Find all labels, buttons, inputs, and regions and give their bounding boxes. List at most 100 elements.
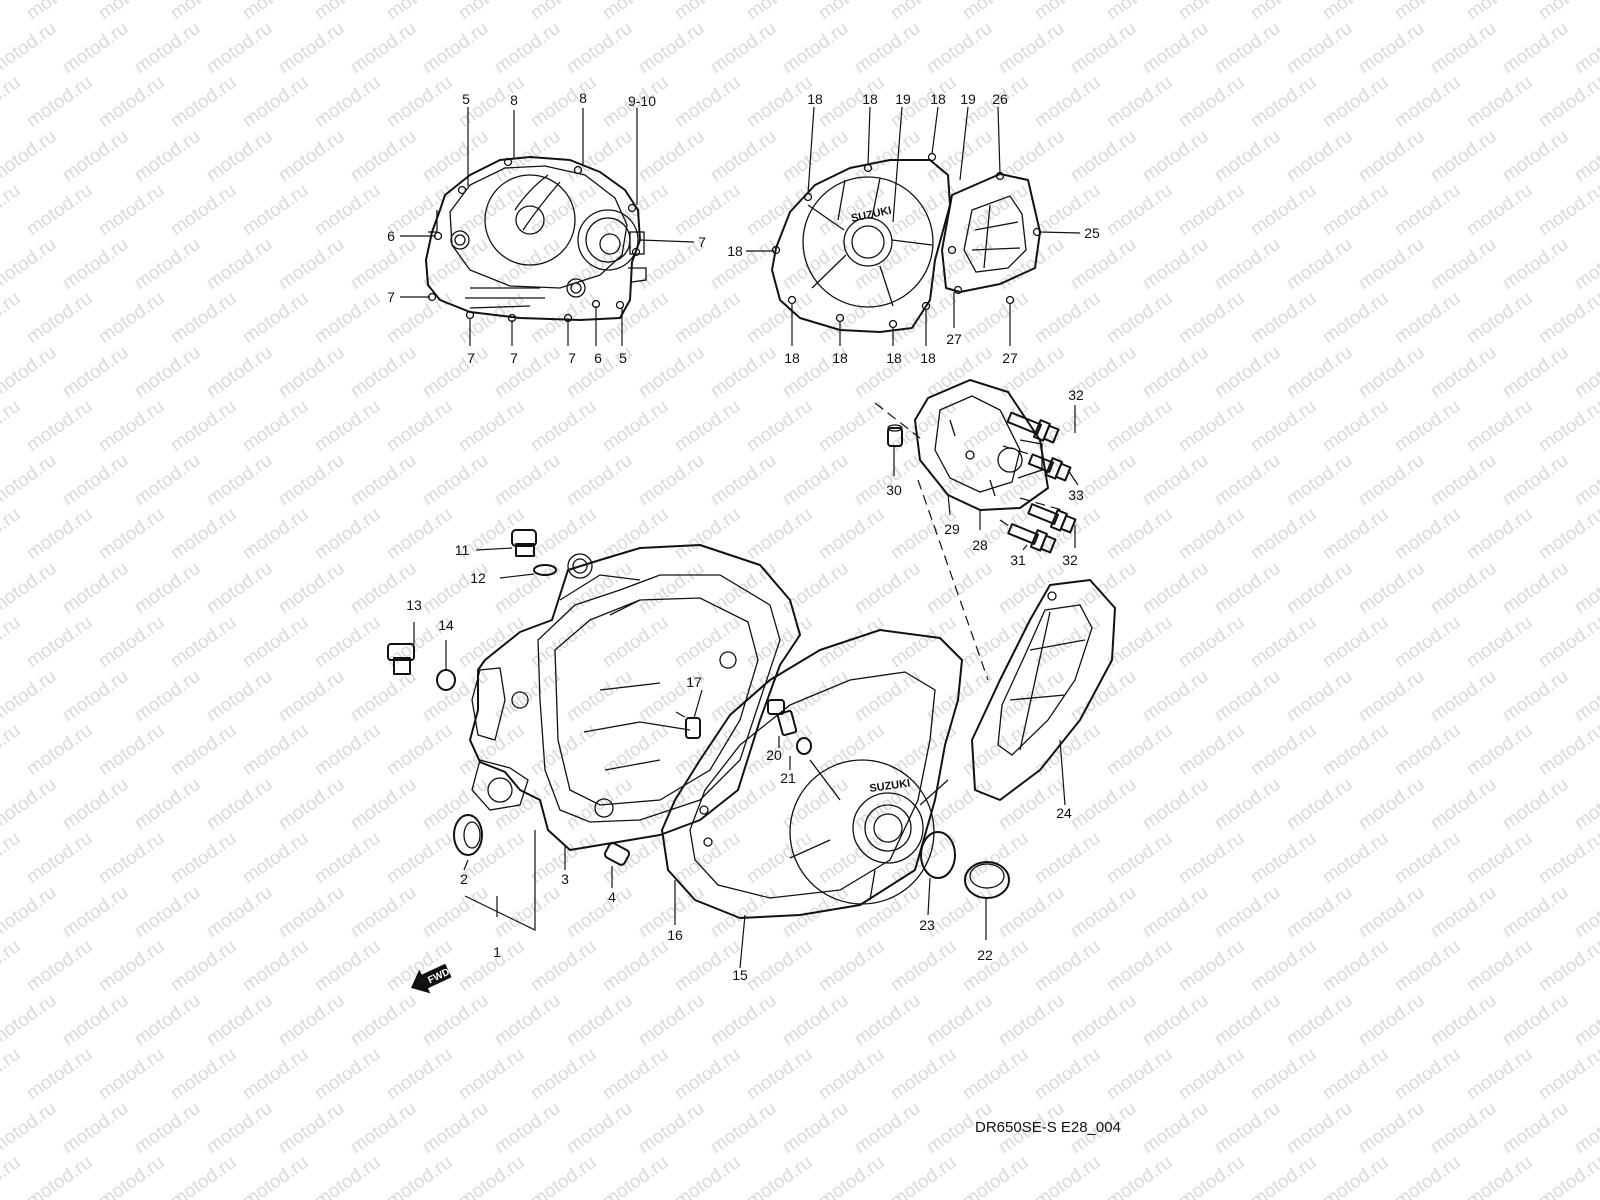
watermark-text: motod.ru: [1247, 936, 1320, 996]
watermark-text: motod.ru: [1499, 234, 1572, 294]
watermark-text: motod.ru: [167, 1044, 240, 1104]
watermark-text: motod.ru: [1031, 828, 1104, 888]
watermark-text: motod.ru: [239, 396, 312, 456]
watermark-text: motod.ru: [1283, 234, 1356, 294]
watermark-text: motod.ru: [1391, 1152, 1464, 1200]
watermark-text: motod.ru: [959, 288, 1032, 348]
watermark-text: motod.ru: [347, 18, 420, 78]
watermark-text: motod.ru: [239, 72, 312, 132]
watermark-text: motod.ru: [239, 828, 312, 888]
watermark-text: motod.ru: [959, 396, 1032, 456]
watermark-text: motod.ru: [887, 612, 960, 672]
watermark-text: motod.ru: [1175, 288, 1248, 348]
watermark-text: motod.ru: [1211, 990, 1284, 1050]
watermark-text: motod.ru: [1391, 720, 1464, 780]
watermark-text: motod.ru: [1427, 18, 1500, 78]
watermark-text: motod.ru: [1175, 0, 1248, 24]
watermark-text: motod.ru: [1391, 1044, 1464, 1104]
watermark-text: motod.ru: [1211, 342, 1284, 402]
watermark-text: motod.ru: [455, 396, 528, 456]
watermark-text: motod.ru: [671, 936, 744, 996]
watermark-text: motod.ru: [527, 1044, 600, 1104]
watermark-text: motod.ru: [311, 1152, 384, 1200]
watermark-text: motod.ru: [23, 396, 96, 456]
watermark-text: motod.ru: [1139, 342, 1212, 402]
watermark-text: motod.ru: [1427, 126, 1500, 186]
watermark-text: motod.ru: [815, 1044, 888, 1104]
watermark-text: motod.ru: [1175, 1044, 1248, 1104]
watermark-text: motod.ru: [1103, 936, 1176, 996]
watermark-text: motod.ru: [1031, 612, 1104, 672]
watermark-text: motod.ru: [275, 18, 348, 78]
watermark-text: motod.ru: [1571, 990, 1600, 1050]
watermark-text: motod.ru: [0, 0, 24, 24]
watermark-text: motod.ru: [1319, 180, 1392, 240]
callout-18-bottom-2: 18: [832, 350, 848, 366]
watermark-text: motod.ru: [1211, 18, 1284, 78]
watermark-text: motod.ru: [311, 72, 384, 132]
watermark-text: motod.ru: [671, 612, 744, 672]
callout-18-top-3: 18: [930, 91, 946, 107]
watermark-text: motod.ru: [743, 936, 816, 996]
watermark-text: motod.ru: [563, 882, 636, 942]
watermark-text: motod.ru: [1355, 990, 1428, 1050]
cap-22: [964, 861, 1010, 899]
watermark-text: motod.ru: [1535, 180, 1600, 240]
watermark-text: motod.ru: [1535, 612, 1600, 672]
watermark-text: motod.ru: [383, 504, 456, 564]
callout-21: 21: [780, 770, 796, 786]
watermark-text: motod.ru: [0, 558, 60, 618]
callout-32-top: 32: [1068, 387, 1084, 403]
watermark-text: motod.ru: [563, 990, 636, 1050]
watermark-text: motod.ru: [383, 0, 456, 24]
watermark-text: motod.ru: [1283, 18, 1356, 78]
watermark-text: motod.ru: [167, 180, 240, 240]
watermark-text: motod.ru: [347, 234, 420, 294]
watermark-text: motod.ru: [1103, 720, 1176, 780]
watermark-text: motod.ru: [527, 1152, 600, 1200]
watermark-text: motod.ru: [1391, 396, 1464, 456]
watermark-text: motod.ru: [1355, 342, 1428, 402]
watermark-text: motod.ru: [0, 342, 60, 402]
watermark-text: motod.ru: [1211, 450, 1284, 510]
watermark-text: motod.ru: [383, 720, 456, 780]
watermark-text: motod.ru: [671, 1152, 744, 1200]
watermark-text: motod.ru: [0, 450, 60, 510]
watermark-text: motod.ru: [1499, 774, 1572, 834]
callout-19-right: 19: [960, 91, 976, 107]
plug-bolt-20: [767, 699, 798, 736]
watermark-text: motod.ru: [131, 18, 204, 78]
watermark-text: motod.ru: [311, 828, 384, 888]
watermark-text: motod.ru: [707, 18, 780, 78]
watermark-text: motod.ru: [167, 720, 240, 780]
watermark-text: motod.ru: [1139, 882, 1212, 942]
watermark-text: motod.ru: [311, 612, 384, 672]
watermark-text: motod.ru: [743, 180, 816, 240]
watermark-text: motod.ru: [959, 936, 1032, 996]
watermark-text: motod.ru: [0, 666, 60, 726]
watermark-text: motod.ru: [1319, 720, 1392, 780]
watermark-text: motod.ru: [1427, 1098, 1500, 1158]
watermark-text: motod.ru: [1283, 342, 1356, 402]
watermark-text: motod.ru: [1283, 774, 1356, 834]
watermark-text: motod.ru: [0, 234, 60, 294]
callout-labels: 5 8 8 9-10 6 7 7 7 7 7 6 5 18 18 19 18 1…: [387, 90, 1100, 983]
callout-14: 14: [438, 617, 454, 633]
watermark-text: motod.ru: [815, 720, 888, 780]
watermark-text: motod.ru: [1427, 774, 1500, 834]
watermark-text: motod.ru: [1211, 666, 1284, 726]
watermark-text: motod.ru: [1319, 0, 1392, 24]
watermark-text: motod.ru: [455, 1044, 528, 1104]
watermark-text: motod.ru: [707, 990, 780, 1050]
watermark-text: motod.ru: [275, 666, 348, 726]
watermark-text: motod.ru: [275, 234, 348, 294]
watermark-text: motod.ru: [1355, 1098, 1428, 1158]
watermark-text: motod.ru: [707, 234, 780, 294]
watermark-text: motod.ru: [95, 1152, 168, 1200]
watermark-text: motod.ru: [995, 558, 1068, 618]
gasket-14: [436, 669, 456, 691]
callout-7-bottom-1: 7: [467, 350, 475, 366]
watermark-text: motod.ru: [311, 180, 384, 240]
watermark-text: motod.ru: [1247, 0, 1320, 24]
watermark-text: motod.ru: [959, 180, 1032, 240]
